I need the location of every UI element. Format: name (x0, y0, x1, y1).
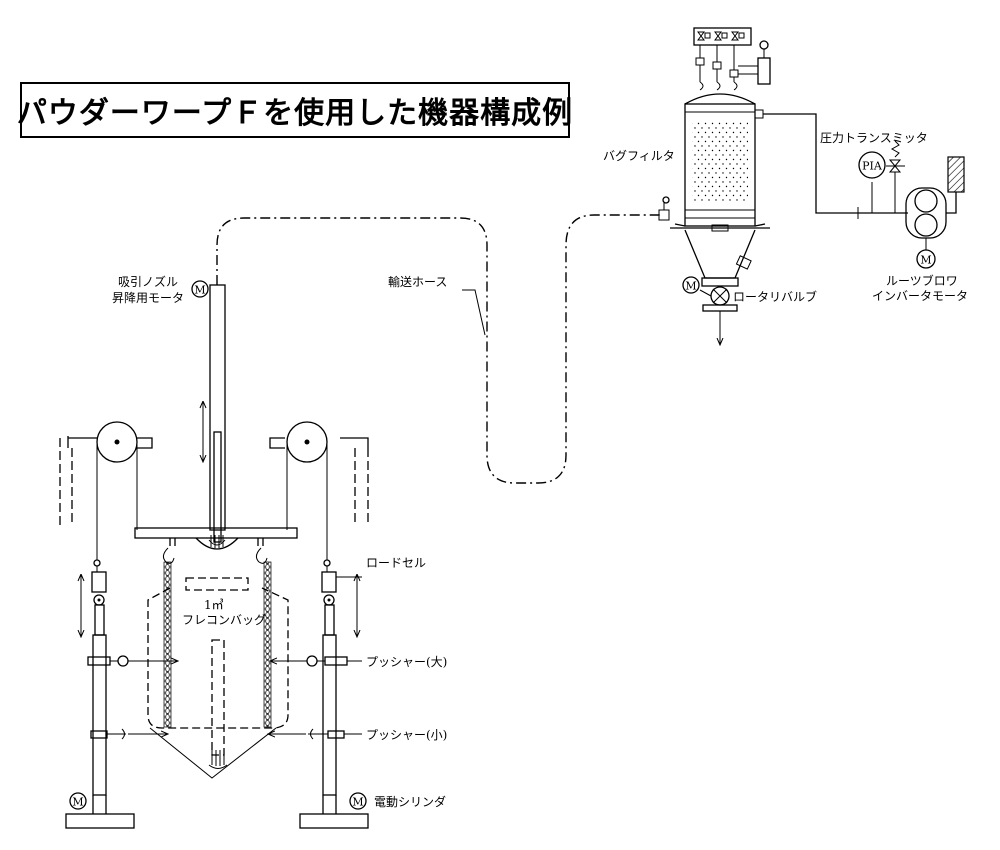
left-motor-symbol: M (72, 796, 83, 809)
nozzle-tip (208, 535, 226, 548)
suction-nozzle-motor: M (191, 280, 209, 298)
page-title: パウダーワープＦを使用した機器構成例 (16, 96, 574, 131)
right-motor-symbol: M (352, 796, 363, 809)
transport-hose-label: 輸送ホース (388, 274, 447, 289)
bag-filter-label: バグフィルタ (603, 149, 675, 163)
suction-nozzle (203, 284, 226, 543)
right-electric-cylinder: M (299, 566, 369, 829)
pusher-large-label: プッシャー(大) (366, 655, 447, 669)
nozzle-motor-label-2: 昇降用モータ (112, 291, 184, 305)
blower-motor-symbol: M (920, 254, 931, 267)
transport-hose (216, 214, 660, 484)
bag-name-label: フレコンバッグ (182, 613, 266, 627)
nozzle-motor-symbol: M (194, 284, 205, 297)
pia-symbol: PIA (862, 160, 883, 173)
roots-blower: M (905, 156, 965, 269)
rotary-valve-label: ロータリバルブ (733, 289, 817, 304)
nozzle-motor-label-1: 吸引ノズル (118, 274, 178, 289)
left-pusher-large (87, 655, 178, 667)
inverter-motor-label: インバータモータ (872, 289, 968, 303)
pressure-transmitter-label: 圧力トランスミッタ (820, 131, 928, 145)
title-box: パウダーワープＦを使用した機器構成例 (16, 82, 574, 138)
load-cell-label: ロードセル (366, 556, 426, 570)
lift-frame (59, 421, 369, 567)
bag-filter (658, 27, 771, 279)
electric-cylinder-label: 電動シリンダ (374, 794, 446, 809)
left-electric-cylinder: M (65, 566, 135, 829)
exhaust-pipe (763, 113, 908, 219)
left-pusher-small (90, 728, 168, 740)
rotary-valve: M (682, 276, 739, 345)
roots-blower-label: ルーツブロワ (886, 273, 958, 288)
flexible-container-bag (147, 561, 289, 779)
pressure-transmitter: PIA (858, 140, 905, 182)
pusher-small-label: プッシャー(小) (366, 728, 447, 742)
bag-volume-label: 1㎥ (204, 598, 224, 612)
rotary-valve-motor-symbol: M (685, 280, 696, 293)
hose-leader-line (462, 289, 486, 336)
right-pusher-large (270, 655, 362, 667)
right-pusher-small (268, 728, 362, 740)
